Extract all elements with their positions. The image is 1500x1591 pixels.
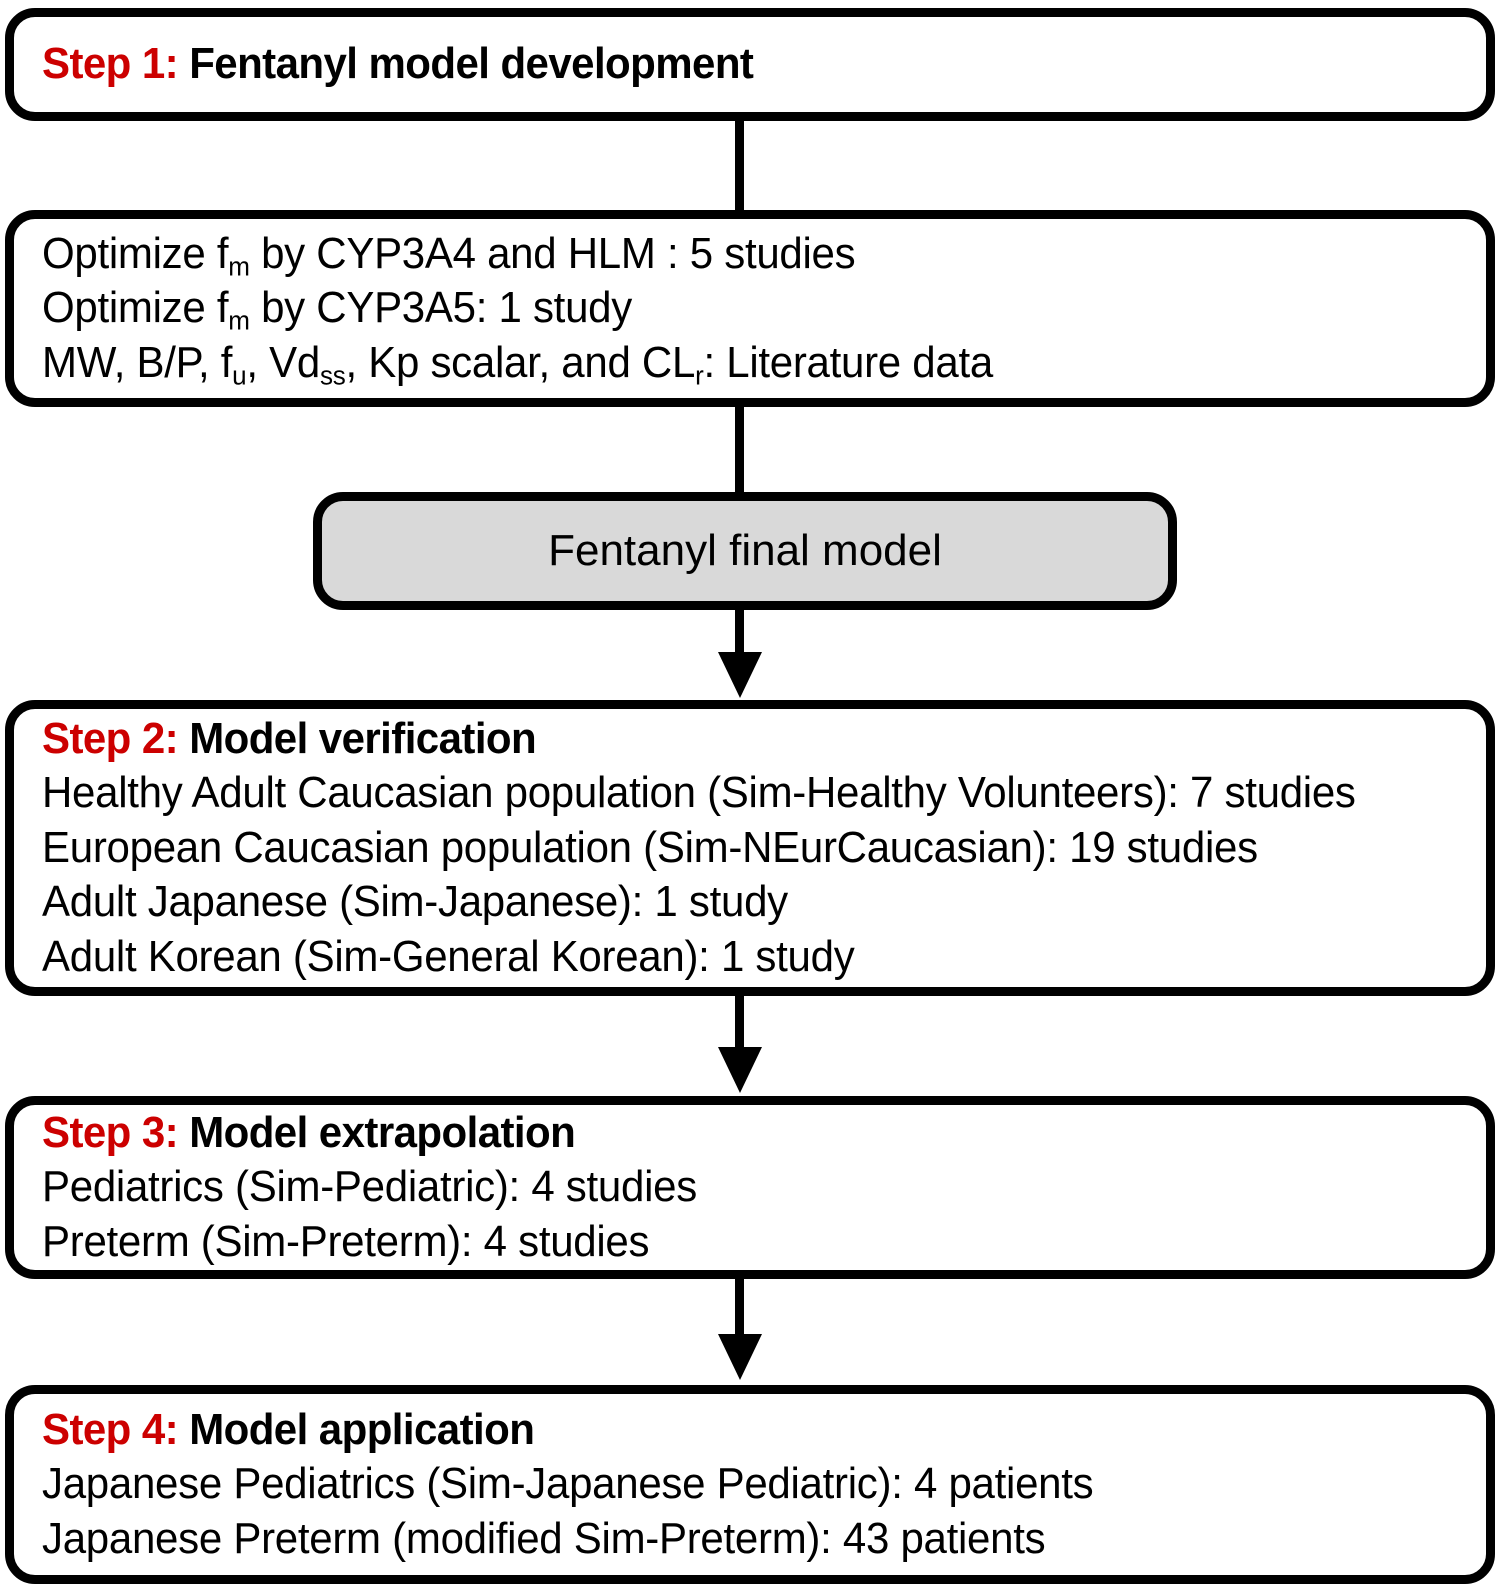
parameters-line-3: MW, B/P, fu, Vdss, Kp scalar, and CLr: L… xyxy=(42,336,1394,391)
param-line2-subscript: m xyxy=(228,304,250,336)
connector-step2-to-step3 xyxy=(735,992,744,1050)
node-step3: Step 3: Model extrapolation Pediatrics (… xyxy=(5,1096,1495,1279)
arrowhead-icon-to-step2 xyxy=(718,652,762,698)
arrowhead-icon-to-step4 xyxy=(718,1334,762,1380)
parameters-line-1: Optimize fm by CYP3A4 and HLM : 5 studie… xyxy=(42,227,1394,282)
parameters-line-2: Optimize fm by CYP3A5: 1 study xyxy=(42,281,1394,336)
connector-step1-to-parameters xyxy=(735,118,744,214)
step2-line-4: Adult Korean (Sim-General Korean): 1 stu… xyxy=(42,931,855,981)
node-step2-content: Step 2: Model verification Healthy Adult… xyxy=(14,709,1486,987)
param-line1-suffix: by CYP3A4 and HLM : 5 studies xyxy=(249,228,856,278)
param-line3-subscript-r: r xyxy=(695,359,704,391)
node-step4: Step 4: Model application Japanese Pedia… xyxy=(5,1385,1495,1584)
step1-heading-text: Fentanyl model development xyxy=(189,39,754,89)
arrowhead-icon-to-step3 xyxy=(718,1047,762,1093)
node-final-model-content: Fentanyl final model xyxy=(322,501,1168,601)
node-step1: Step 1: Fentanyl model development xyxy=(5,8,1495,121)
step1-heading-line: Step 1: Fentanyl model development xyxy=(42,37,1394,92)
param-line3-subscript-u: u xyxy=(232,359,247,391)
param-line1-subscript: m xyxy=(228,250,250,282)
param-line3-subscript-ss: ss xyxy=(319,359,346,391)
connector-final-model-to-step2 xyxy=(735,606,744,658)
param-line3-seg-c: , Kp scalar, and CL xyxy=(345,337,696,387)
step3-step-label: Step 3: xyxy=(42,1107,179,1157)
step2-line-3: Adult Japanese (Sim-Japanese): 1 study xyxy=(42,877,788,927)
step3-line-2: Preterm (Sim-Preterm): 4 studies xyxy=(42,1216,650,1266)
param-line3-seg-a: MW, B/P, f xyxy=(42,337,233,387)
node-final-model: Fentanyl final model xyxy=(313,492,1177,610)
step4-line-2: Japanese Preterm (modified Sim-Preterm):… xyxy=(42,1513,1046,1563)
node-step4-content: Step 4: Model application Japanese Pedia… xyxy=(14,1394,1486,1575)
step4-step-label: Step 4: xyxy=(42,1404,179,1454)
step3-heading-line: Step 3: Model extrapolation xyxy=(42,1106,1394,1161)
step3-heading-text: Model extrapolation xyxy=(189,1107,576,1157)
param-line2-prefix: Optimize f xyxy=(42,283,229,333)
step4-line-1: Japanese Pediatrics (Sim-Japanese Pediat… xyxy=(42,1459,1094,1509)
step2-heading-line: Step 2: Model verification xyxy=(42,712,1394,767)
step2-step-label: Step 2: xyxy=(42,713,179,763)
step4-heading-line: Step 4: Model application xyxy=(42,1403,1394,1458)
param-line3-seg-b: , Vd xyxy=(246,337,320,387)
param-line1-prefix: Optimize f xyxy=(42,228,229,278)
step1-step-label: Step 1: xyxy=(42,39,179,89)
step2-heading-text: Model verification xyxy=(189,713,537,763)
param-line3-seg-d: : Literature data xyxy=(703,337,993,387)
step4-heading-text: Model application xyxy=(189,1404,535,1454)
node-parameters-content: Optimize fm by CYP3A4 and HLM : 5 studie… xyxy=(14,219,1486,398)
param-line2-suffix: by CYP3A5: 1 study xyxy=(249,283,632,333)
final-model-label: Fentanyl final model xyxy=(548,525,942,575)
node-step1-content: Step 1: Fentanyl model development xyxy=(14,17,1486,112)
node-step2: Step 2: Model verification Healthy Adult… xyxy=(5,700,1495,996)
connector-step3-to-step4 xyxy=(735,1275,744,1337)
step2-line-2: European Caucasian population (Sim-NEurC… xyxy=(42,822,1258,872)
node-parameters: Optimize fm by CYP3A4 and HLM : 5 studie… xyxy=(5,210,1495,407)
step2-line-1: Healthy Adult Caucasian population (Sim-… xyxy=(42,768,1356,818)
node-step3-content: Step 3: Model extrapolation Pediatrics (… xyxy=(14,1105,1486,1270)
step3-line-1: Pediatrics (Sim-Pediatric): 4 studies xyxy=(42,1162,697,1212)
connector-parameters-to-final-model xyxy=(735,403,744,496)
